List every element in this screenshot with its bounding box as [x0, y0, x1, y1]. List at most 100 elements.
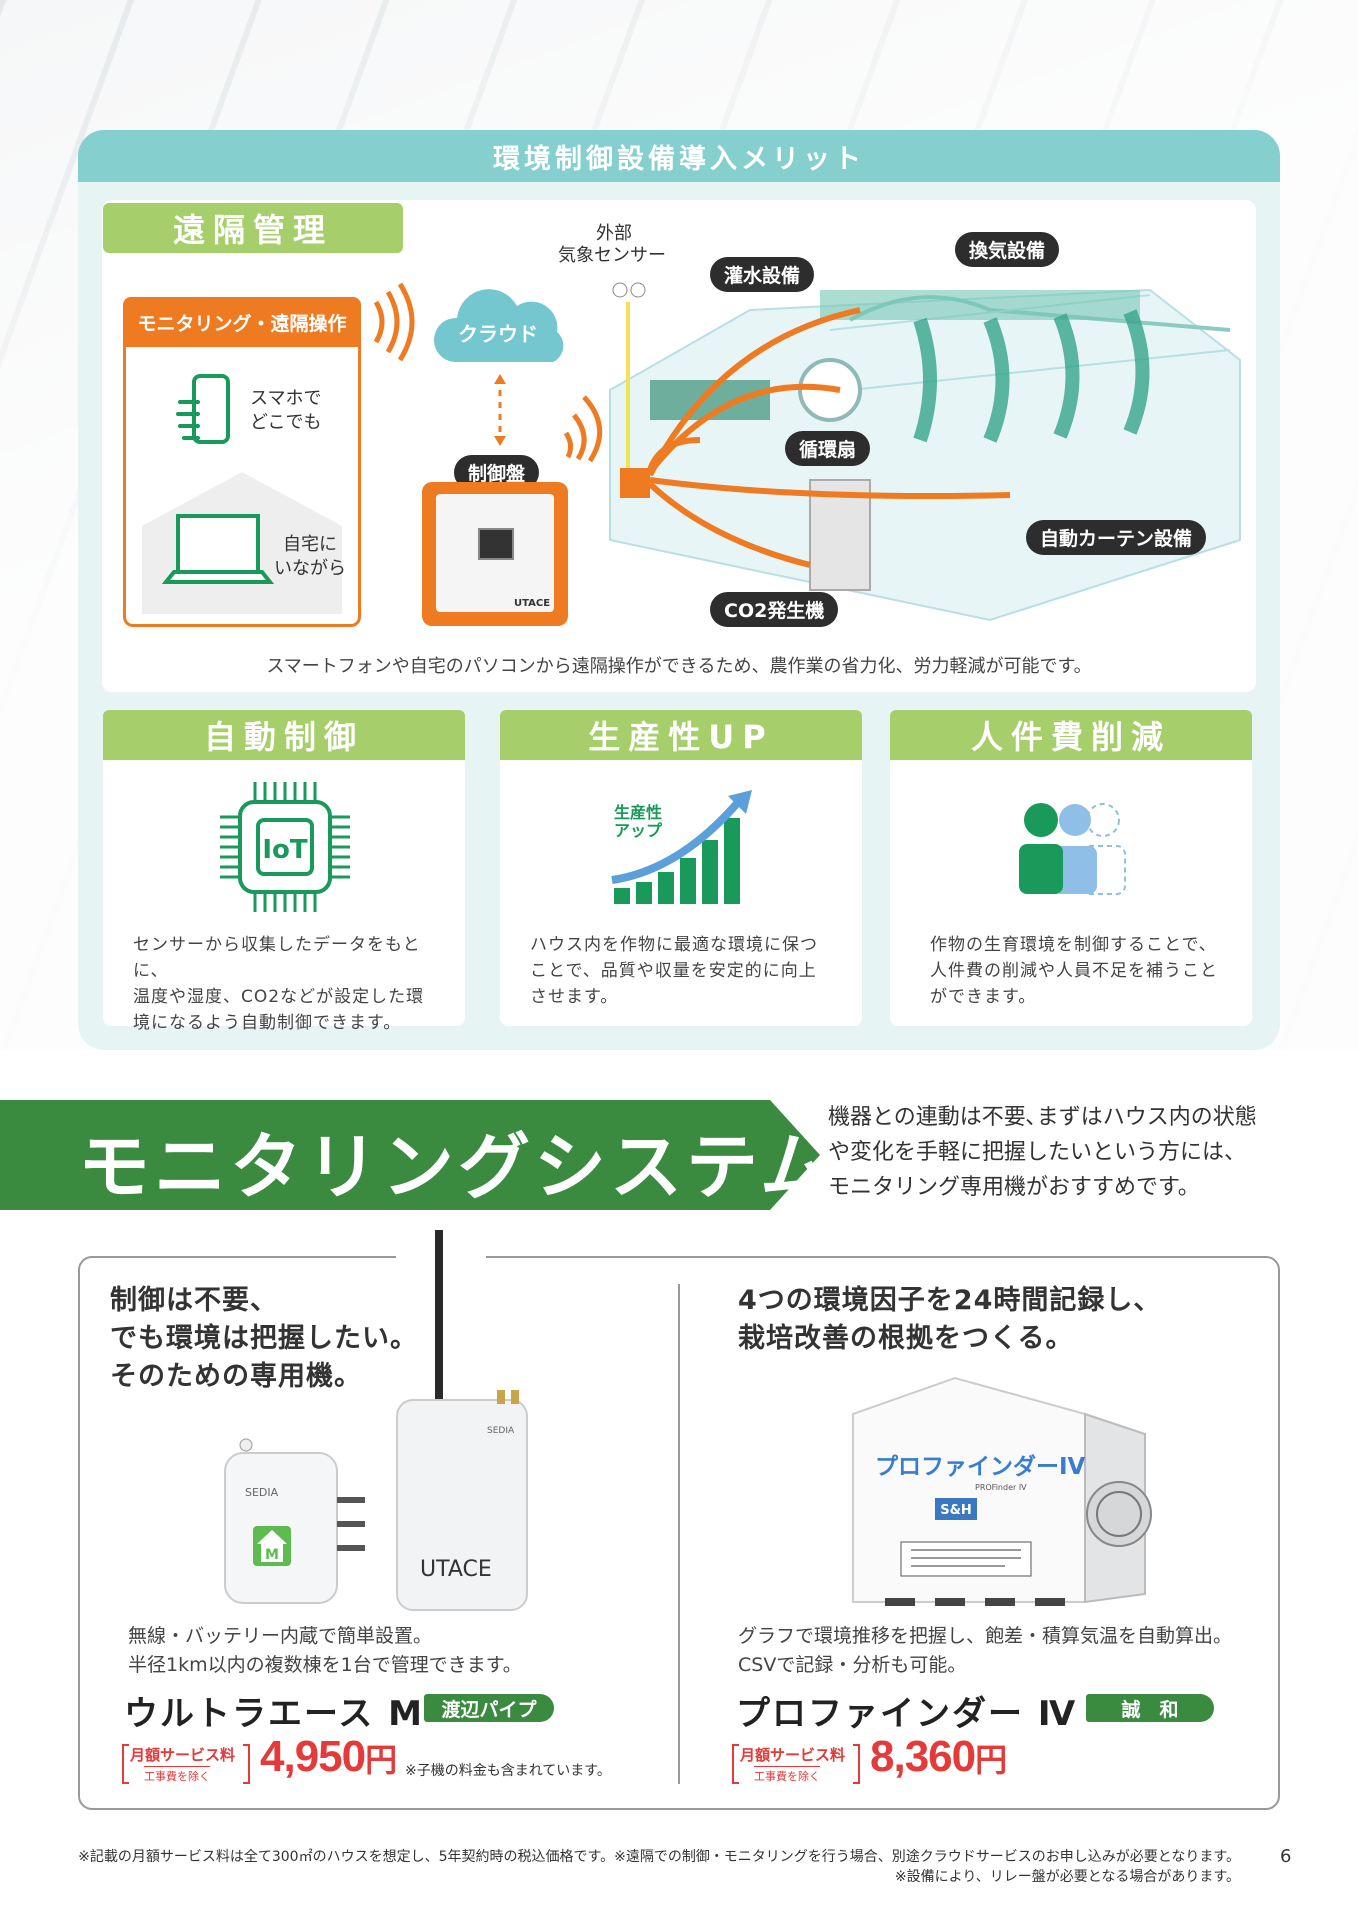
irrigation-tag: 灌水設備	[710, 257, 815, 292]
home-text-2: いながら	[274, 558, 346, 579]
sensor-label-2: 気象センサー	[558, 245, 666, 266]
sedia-label-2: SEDIA	[487, 1426, 515, 1436]
right-heading: 4つの環境因子を24時間記録し、 栽培改善の根拠をつくる。	[738, 1282, 1161, 1358]
ventilation-tag: 換気設備	[955, 232, 1060, 267]
right-maker-badge: 誠 和	[1086, 1694, 1214, 1722]
signal-waves-2-icon	[563, 395, 603, 463]
right-desc-line: CSVで記録・分析も可能。	[738, 1654, 967, 1676]
control-panel-device: UTACE	[422, 482, 568, 626]
left-price-value: 4,950	[260, 1732, 366, 1781]
smartphone-icon	[176, 374, 230, 444]
right-price: 8,360円	[870, 1732, 1007, 1782]
productivity-label-1: 生産性	[614, 803, 662, 822]
control-panel-brand: UTACE	[514, 598, 551, 609]
left-heading-line: 制御は不要、	[110, 1285, 278, 1316]
profinder-logo-sub: PROFinder IV	[975, 1483, 1027, 1492]
bracket-right	[853, 1744, 860, 1784]
monitoring-desc-line: モニタリング専用機がおすすめです。	[828, 1175, 1200, 1200]
ultra-ace-device-image: M SEDIA SEDIA UTACE	[224, 1230, 528, 1611]
feature-desc-line: 境になるよう自動制御できます。	[133, 1013, 402, 1033]
feature-desc-productivity: ハウス内を作物に最適な環境に保つ ことで、品質や収量を安定的に向上 させます。	[530, 932, 840, 1010]
feature-desc-labor-cost: 作物の生育環境を制御することで、 人件費の削減や人員不足を補うこと ができます。	[930, 932, 1240, 1010]
productivity-label-2: アップ	[614, 821, 663, 840]
feature-title-labor-cost: 人件費削減	[890, 710, 1252, 760]
right-desc: グラフで環境推移を把握し、飽差・積算気温を自動算出。 CSVで記録・分析も可能。	[738, 1622, 1232, 1680]
fee-sub-text: 工事費を除く	[754, 1766, 820, 1784]
greenhouse-illustration	[609, 282, 1241, 622]
profinder-logo: プロファインダーIV	[875, 1453, 1086, 1480]
cloud-icon	[433, 289, 564, 362]
left-heading: 制御は不要、 でも環境は把握したい。 そのための専用機。	[110, 1282, 418, 1396]
signal-waves-icon	[373, 282, 415, 362]
monitor-card-title: モニタリング・遠隔操作	[123, 297, 361, 347]
left-maker-badge: 渡辺パイプ	[424, 1694, 554, 1722]
left-price: 4,950円	[260, 1732, 397, 1782]
left-product-name: ウルトラエース M	[124, 1694, 424, 1734]
home-text-1: 自宅に	[283, 534, 337, 555]
feature-desc-auto-control: センサーから収集したデータをもとに、 温度や湿度、CO2などが設定した環 境にな…	[133, 932, 443, 1036]
left-desc-line: 無線・バッテリー内蔵で簡単設置。	[128, 1625, 433, 1647]
co2-tag: CO2発生機	[710, 592, 839, 627]
monitoring-description: 機器との連動は不要､まずはハウス内の状態 や変化を手軽に把握したいという方には、…	[828, 1100, 1298, 1205]
circulation-fan-tag: 循環扇	[785, 431, 871, 466]
right-desc-line: グラフで環境推移を把握し、飽差・積算気温を自動算出。	[738, 1625, 1233, 1647]
sedia-label: SEDIA	[245, 1486, 279, 1499]
house-laptop-icon	[142, 472, 342, 614]
right-heading-line: 栽培改善の根拠をつくる。	[738, 1323, 1074, 1354]
curtain-tag: 自動カーテン設備	[1026, 520, 1207, 555]
feature-desc-line: 作物の生育環境を制御することで、	[930, 935, 1217, 955]
fee-label-text: 月額サービス料	[740, 1746, 846, 1764]
right-price-value: 8,360	[870, 1732, 976, 1781]
feature-desc-line: 温度や湿度、CO2などが設定した環	[133, 987, 425, 1007]
monitoring-banner	[0, 1100, 770, 1210]
ultra-ace-badge-m: M	[265, 1547, 279, 1563]
feature-title-auto-control: 自動制御	[103, 710, 465, 760]
feature-title-productivity: 生産性UP	[500, 710, 862, 760]
page-number: 6	[1280, 1846, 1292, 1867]
bracket-right	[243, 1744, 250, 1784]
left-fee-label: 月額サービス料 工事費を除く	[122, 1744, 250, 1784]
fee-sub-text: 工事費を除く	[144, 1766, 210, 1784]
monitoring-desc-line: や変化を手軽に把握したいという方には、	[828, 1140, 1247, 1165]
product-divider	[678, 1284, 680, 1784]
right-product-name: プロファインダー Ⅳ	[736, 1694, 1078, 1734]
cloud-label: クラウド	[458, 322, 538, 346]
feature-desc-line: 人件費の削減や人員不足を補うこと	[930, 961, 1218, 981]
footnote-2: ※設備により、リレー盤が必要となる場合があります。	[894, 1869, 1240, 1885]
left-price-note: ※子機の料金も含まれています。	[405, 1763, 611, 1779]
dashed-arrow-icon	[494, 374, 506, 446]
people-icon	[1019, 803, 1126, 895]
bracket-left	[122, 1744, 129, 1784]
left-desc-line: 半径1km以内の複数棟を1台で管理できます。	[128, 1654, 522, 1676]
profinder-sh-badge: S&H	[940, 1503, 972, 1518]
smartphone-text-1: スマホで	[250, 388, 322, 409]
feature-desc-line: ができます。	[930, 987, 1037, 1007]
left-desc: 無線・バッテリー内蔵で簡単設置。 半径1km以内の複数棟を1台で管理できます。	[128, 1622, 522, 1680]
right-fee-label: 月額サービス料 工事費を除く	[732, 1744, 860, 1784]
left-heading-line: でも環境は把握したい。	[110, 1323, 418, 1354]
monitoring-desc-line: 機器との連動は不要､まずはハウス内の状態	[828, 1105, 1257, 1130]
iot-label: IoT	[262, 835, 308, 865]
feature-desc-line: させます。	[530, 987, 619, 1007]
fee-label-text: 月額サービス料	[130, 1746, 236, 1764]
merit-header: 環境制御設備導入メリット	[78, 130, 1280, 182]
footnote-1: ※記載の月額サービス料は全て300㎡のハウスを想定し、5年契約時の税込価格です。…	[78, 1849, 1240, 1865]
feature-desc-line: センサーから収集したデータをもとに、	[133, 935, 421, 981]
remote-title: 遠隔管理	[103, 203, 403, 253]
iot-chip-icon: IoT	[220, 782, 350, 912]
yen-unit: 円	[365, 1742, 397, 1778]
sensor-label-1: 外部	[596, 223, 632, 244]
control-panel-screen	[478, 528, 514, 560]
feature-desc-line: ハウス内を作物に最適な環境に保つ	[530, 935, 818, 955]
productivity-chart-icon: 生産性 アップ	[611, 790, 752, 904]
profinder-device-image: S&H プロファインダーIV PROFinder IV	[852, 1376, 1152, 1606]
feature-desc-line: ことで、品質や収量を安定的に向上	[530, 961, 817, 981]
left-heading-line: そのための専用機。	[110, 1361, 362, 1392]
monitoring-title: モニタリングシステム	[78, 1125, 836, 1209]
remote-caption: スマートフォンや自宅のパソコンから遠隔操作ができるため、農作業の省力化、労力軽減…	[266, 656, 1092, 677]
bracket-left	[732, 1744, 739, 1784]
right-heading-line: 4つの環境因子を24時間記録し、	[738, 1285, 1162, 1316]
smartphone-text-2: どこでも	[250, 412, 322, 433]
utace-logo: UTACE	[420, 1557, 492, 1582]
banner-arrow	[770, 1100, 820, 1210]
